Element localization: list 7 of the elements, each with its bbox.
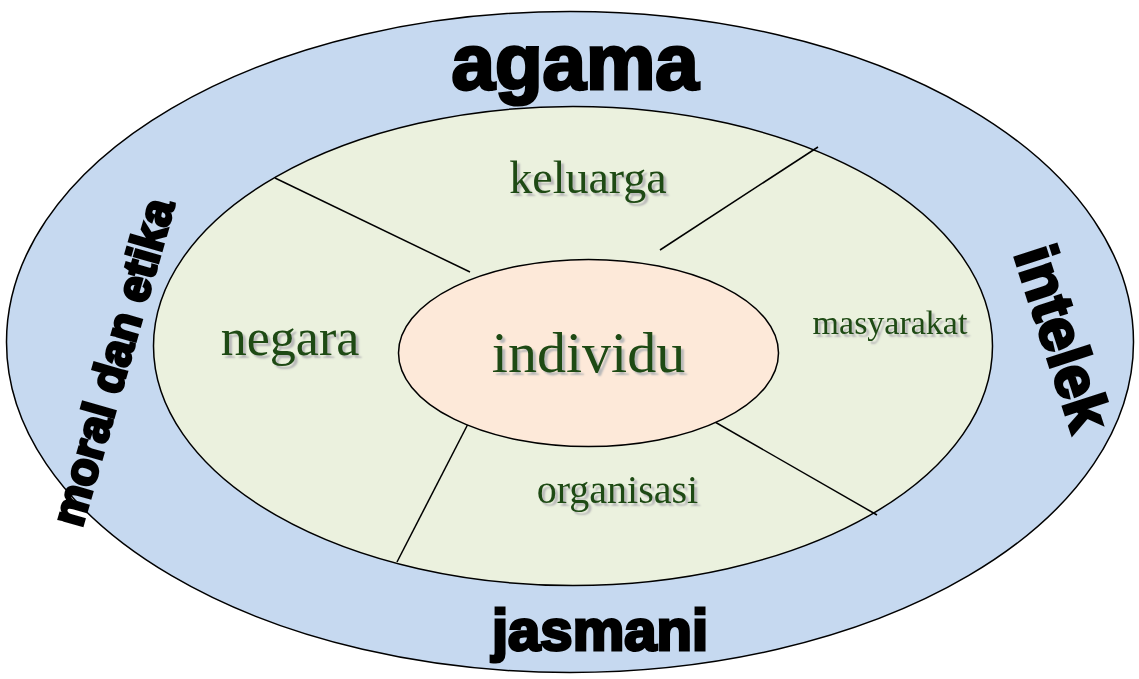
sector-label: keluarga bbox=[468, 150, 708, 206]
ring-label: intelek bbox=[1004, 238, 1120, 438]
center-label: individu bbox=[490, 319, 687, 387]
sector-label: organisasi bbox=[510, 465, 725, 515]
sector-label: negara bbox=[200, 308, 380, 368]
sector-label: masyarakat bbox=[800, 300, 980, 346]
ring-label: moral dan etika bbox=[43, 193, 181, 531]
